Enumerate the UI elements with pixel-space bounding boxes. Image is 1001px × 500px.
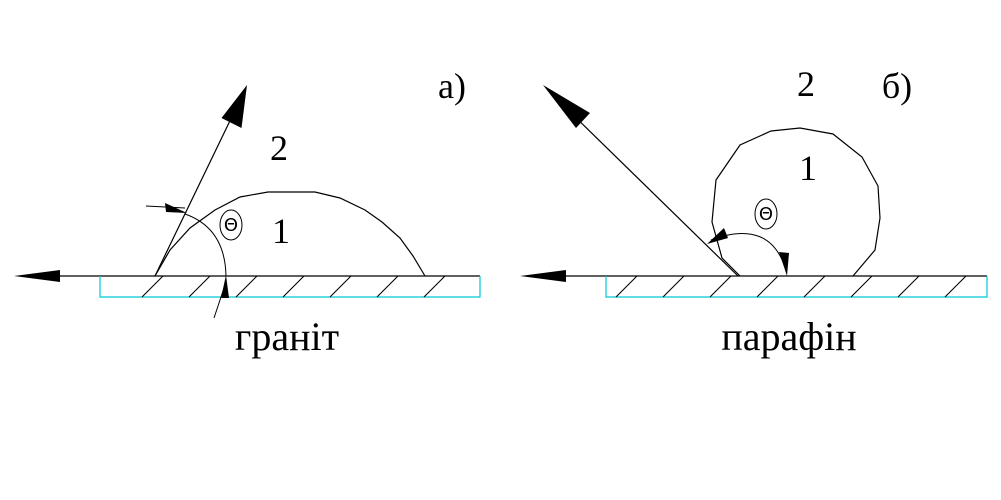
- panel-a: Θ а) 2 1 граніт: [14, 66, 481, 359]
- theta-label-b: Θ: [759, 204, 773, 225]
- angle-arrowhead-top-a: [165, 203, 187, 213]
- angle-arrowhead-left-b: [707, 228, 728, 244]
- substrate-a: [99, 275, 481, 298]
- medium-2-label-a: 2: [270, 128, 288, 168]
- material-label-a: граніт: [235, 314, 339, 359]
- medium-1-label-b: 1: [799, 148, 817, 188]
- medium-1-label-a: 1: [272, 211, 290, 251]
- tangent-line-b: [564, 106, 739, 277]
- tangent-line-a: [154, 99, 241, 277]
- tangent-arrowhead-b: [543, 85, 590, 128]
- angle-arrowhead-bottom-a: [221, 275, 229, 298]
- theta-symbol-a: Θ: [219, 209, 243, 241]
- drop-outline-a: [154, 191, 426, 277]
- theta-symbol-b: Θ: [754, 198, 778, 230]
- panel-letter-a: а): [438, 66, 466, 106]
- panel-b: Θ б) 2 1 парафін: [520, 64, 988, 359]
- substrate-b: [605, 275, 988, 298]
- surface-arrowhead-b: [520, 270, 566, 282]
- material-label-b: парафін: [721, 314, 856, 359]
- medium-2-label-b: 2: [797, 64, 815, 104]
- surface-arrowhead-a: [14, 270, 60, 282]
- angle-arrowhead-right-b: [779, 252, 789, 276]
- drop-outline-b: [711, 127, 881, 277]
- angle-arc-a: [184, 213, 227, 277]
- theta-label-a: Θ: [224, 215, 238, 236]
- panel-letter-b: б): [882, 66, 912, 106]
- tangent-arrowhead-a: [221, 85, 247, 128]
